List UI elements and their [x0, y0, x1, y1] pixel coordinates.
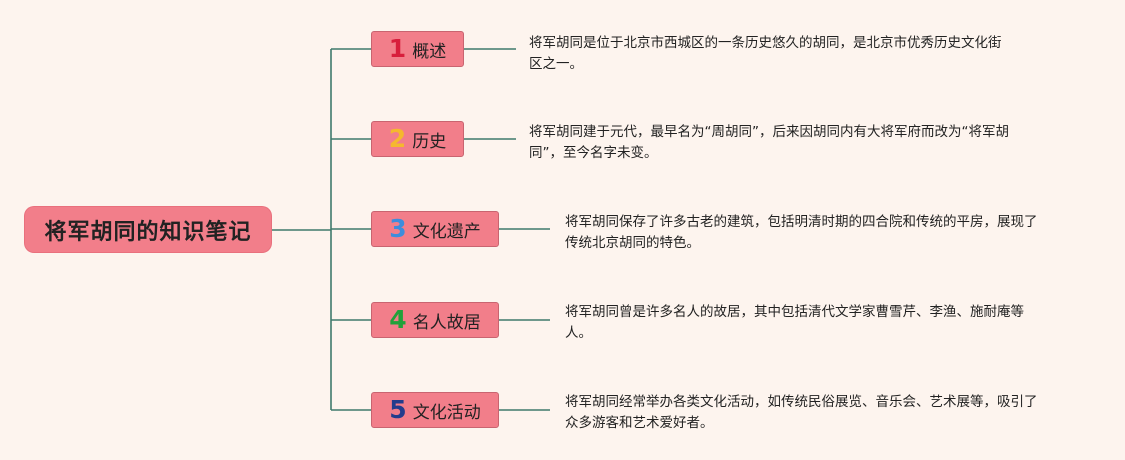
branch-node-residences[interactable]: 4 名人故居 [371, 302, 499, 338]
branch-label: 历史 [412, 131, 447, 152]
description-line: 将军胡同是位于北京市西城区的一条历史悠久的胡同，是北京市优秀历史文化街 [529, 35, 1002, 51]
branch-description: 将军胡同建于元代，最早名为“周胡同”，后来因胡同内有大将军府而改为“将军胡 同”… [529, 122, 1009, 164]
number-badge: 3 [389, 213, 407, 243]
branch-node-heritage[interactable]: 3 文化遗产 [371, 211, 499, 247]
branch-node-history[interactable]: 2 历史 [371, 121, 464, 157]
branch-node-overview[interactable]: 1 概述 [371, 31, 464, 67]
number-badge: 5 [389, 394, 407, 424]
root-node[interactable]: 将军胡同的知识笔记 [25, 207, 271, 252]
description-line: 将军胡同经常举办各类文化活动，如传统民俗展览、音乐会、艺术展等，吸引了 [565, 394, 1038, 410]
description-line: 区之一。 [529, 56, 583, 72]
branch-label: 文化活动 [412, 402, 481, 423]
description-line: 人。 [565, 325, 592, 341]
branch-label: 名人故居 [412, 312, 481, 333]
root-title: 将军胡同的知识笔记 [44, 219, 252, 245]
branch-description: 将军胡同保存了许多古老的建筑，包括明清时期的四合院和传统的平房，展现了 传统北京… [565, 212, 1038, 254]
branch-description: 将军胡同是位于北京市西城区的一条历史悠久的胡同，是北京市优秀历史文化街 区之一。 [529, 33, 1002, 75]
branch-description: 将军胡同经常举办各类文化活动，如传统民俗展览、音乐会、艺术展等，吸引了 众多游客… [565, 392, 1038, 434]
description-line: 众多游客和艺术爱好者。 [565, 415, 714, 431]
description-line: 同”，至今名字未变。 [529, 145, 658, 161]
number-badge: 4 [389, 304, 407, 334]
description-line: 传统北京胡同的特色。 [565, 235, 700, 251]
description-line: 将军胡同建于元代，最早名为“周胡同”，后来因胡同内有大将军府而改为“将军胡 [529, 124, 1009, 140]
description-line: 将军胡同保存了许多古老的建筑，包括明清时期的四合院和传统的平房，展现了 [565, 214, 1038, 230]
number-badge: 1 [388, 33, 407, 63]
branch-description: 将军胡同曾是许多名人的故居，其中包括清代文学家曹雪芹、李渔、施耐庵等 人。 [565, 302, 1024, 344]
branch-node-activities[interactable]: 5 文化活动 [371, 392, 499, 428]
number-badge: 2 [388, 123, 407, 153]
branch-label: 文化遗产 [412, 221, 481, 242]
description-line: 将军胡同曾是许多名人的故居，其中包括清代文学家曹雪芹、李渔、施耐庵等 [565, 304, 1024, 320]
branch-label: 概述 [412, 41, 447, 62]
